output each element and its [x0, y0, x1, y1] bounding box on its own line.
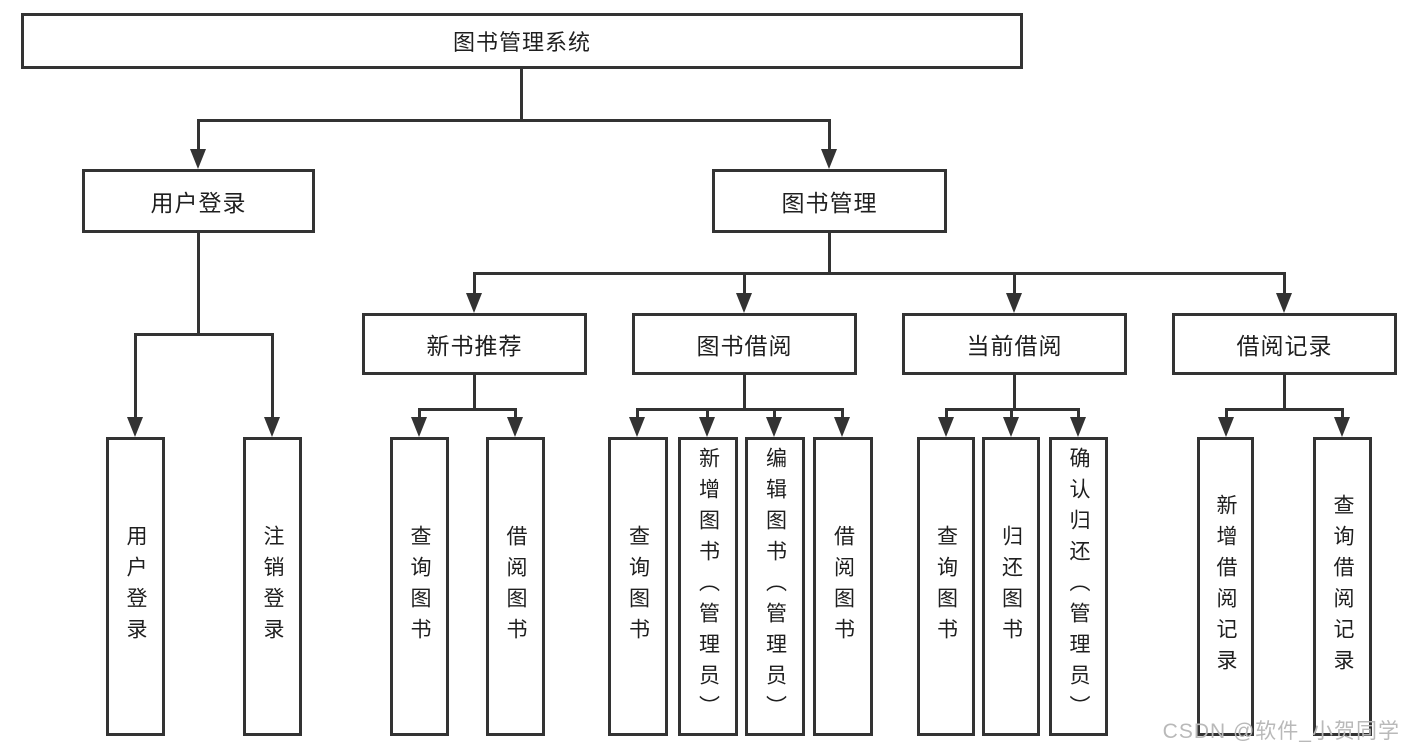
- node-return-books: 归还图书: [982, 437, 1040, 736]
- node-library-management-system: 图书管理系统: [21, 13, 1023, 69]
- node-user-login: 用户登录: [82, 169, 315, 233]
- node-label: 图书借阅: [696, 333, 793, 359]
- connector-vline: [636, 408, 639, 420]
- node-current-borrowing: 当前借阅: [902, 313, 1127, 375]
- arrow-down-icon: [1276, 293, 1292, 313]
- connector-vline: [197, 119, 200, 152]
- node-label: 查询借阅记录: [1331, 493, 1354, 680]
- arrow-down-icon: [834, 417, 850, 437]
- node-user-login-leaf: 用户登录: [106, 437, 165, 736]
- arrow-down-icon: [699, 417, 715, 437]
- arrow-down-icon: [1003, 417, 1019, 437]
- arrow-down-icon: [127, 417, 143, 437]
- connector-vline: [828, 119, 831, 152]
- connector-vline: [1013, 272, 1016, 296]
- connector-vline: [1077, 408, 1080, 420]
- connector-vline: [828, 232, 831, 275]
- connector-vline: [520, 69, 523, 121]
- connector-vline: [1225, 408, 1228, 420]
- connector-vline: [514, 408, 517, 420]
- node-query-books-borrowing: 查询图书: [608, 437, 668, 736]
- node-add-book-admin: 新增图书（管理员）: [678, 437, 738, 736]
- node-label: 注销登录: [261, 524, 284, 649]
- node-confirm-return-admin: 确认归还（管理员）: [1049, 437, 1108, 736]
- connector-hline: [418, 408, 517, 411]
- connector-vline: [743, 272, 746, 296]
- arrow-down-icon: [411, 417, 427, 437]
- node-borrow-books-recommend: 借阅图书: [486, 437, 545, 736]
- node-label: 新增图书（管理员）: [696, 447, 720, 726]
- connector-hline: [197, 119, 831, 122]
- connector-vline: [706, 408, 709, 420]
- connector-vline: [1283, 272, 1286, 296]
- node-borrow-books-borrowing: 借阅图书: [813, 437, 873, 736]
- node-borrowing-records: 借阅记录: [1172, 313, 1397, 375]
- node-edit-book-admin: 编辑图书（管理员）: [745, 437, 805, 736]
- arrow-down-icon: [1218, 417, 1234, 437]
- arrow-down-icon: [264, 417, 280, 437]
- node-add-borrow-record: 新增借阅记录: [1197, 437, 1254, 736]
- node-label: 查询图书: [934, 524, 958, 649]
- connector-hline: [473, 272, 1286, 275]
- connector-hline: [1225, 408, 1344, 411]
- node-label: 确认归还（管理员）: [1067, 447, 1090, 726]
- node-label: 查询图书: [408, 524, 431, 649]
- connector-vline: [473, 272, 476, 296]
- connector-vline: [473, 375, 476, 411]
- connector-vline: [418, 408, 421, 420]
- arrow-down-icon: [1070, 417, 1086, 437]
- connector-vline: [1341, 408, 1344, 420]
- connector-hline: [134, 333, 274, 336]
- node-label: 图书管理系统: [452, 30, 591, 55]
- connector-vline: [1283, 375, 1286, 411]
- node-book-management: 图书管理: [712, 169, 947, 233]
- node-label: 当前借阅: [966, 333, 1063, 359]
- node-label: 用户登录: [124, 524, 147, 649]
- connector-vline: [197, 232, 200, 336]
- connector-vline: [841, 408, 844, 420]
- node-label: 借阅图书: [831, 524, 855, 649]
- connector-hline: [636, 408, 844, 411]
- node-label: 新书推荐: [426, 333, 523, 359]
- node-label: 查询图书: [626, 524, 650, 649]
- arrow-down-icon: [821, 149, 837, 169]
- node-label: 借阅图书: [504, 524, 527, 649]
- arrow-down-icon: [190, 149, 206, 169]
- arrow-down-icon: [938, 417, 954, 437]
- node-label: 借阅记录: [1236, 333, 1333, 359]
- connector-vline: [945, 408, 948, 420]
- connector-vline: [773, 408, 776, 420]
- node-book-borrowing: 图书借阅: [632, 313, 857, 375]
- connector-vline: [1013, 375, 1016, 411]
- csdn-watermark: CSDN @软件_小贺同学: [1162, 720, 1400, 743]
- node-label: 归还图书: [999, 524, 1023, 649]
- arrow-down-icon: [766, 417, 782, 437]
- connector-vline: [134, 333, 137, 420]
- arrow-down-icon: [1334, 417, 1350, 437]
- node-label: 新增借阅记录: [1214, 493, 1237, 680]
- connector-vline: [271, 333, 274, 420]
- connector-vline: [743, 375, 746, 411]
- connector-vline: [1010, 408, 1013, 420]
- node-label: 编辑图书（管理员）: [763, 447, 787, 726]
- node-query-books-current: 查询图书: [917, 437, 975, 736]
- node-label: 图书管理: [781, 190, 878, 216]
- node-query-borrow-record: 查询借阅记录: [1313, 437, 1372, 736]
- arrow-down-icon: [466, 293, 482, 313]
- node-query-books-recommend: 查询图书: [390, 437, 449, 736]
- node-label: 用户登录: [150, 190, 247, 216]
- arrow-down-icon: [736, 293, 752, 313]
- arrow-down-icon: [507, 417, 523, 437]
- node-new-book-recommendation: 新书推荐: [362, 313, 587, 375]
- arrow-down-icon: [1006, 293, 1022, 313]
- arrow-down-icon: [629, 417, 645, 437]
- node-logout: 注销登录: [243, 437, 302, 736]
